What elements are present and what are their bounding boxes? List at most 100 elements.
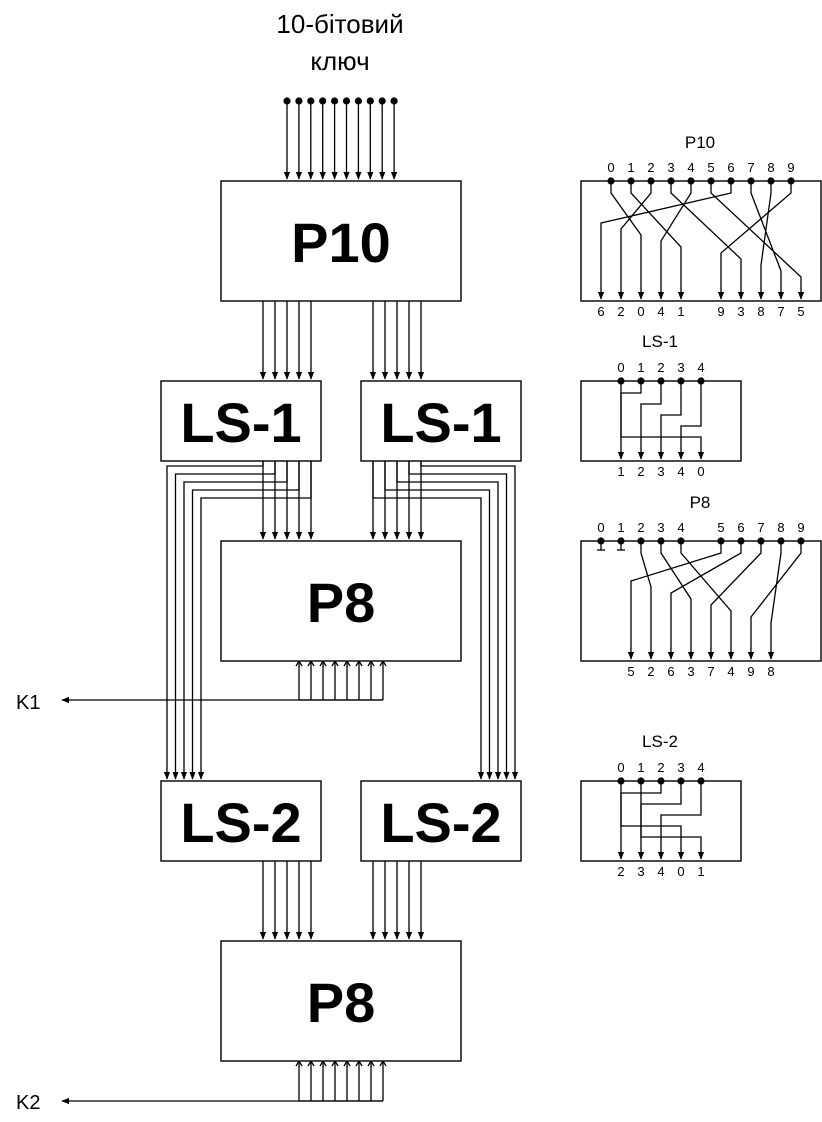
p8-second-label: P8 <box>307 971 376 1034</box>
table-input-label: 8 <box>777 520 784 535</box>
table-wire <box>680 541 735 660</box>
table-input-label: 3 <box>677 360 684 375</box>
table-wire <box>657 181 692 300</box>
table-output-label: 3 <box>737 304 744 319</box>
ls1-to-ls2-left-wire <box>180 461 288 780</box>
table-input-label: 3 <box>667 160 674 175</box>
table-input-label: 4 <box>697 360 704 375</box>
table-wire <box>597 181 732 300</box>
table-wire <box>717 181 792 300</box>
ls1-to-ls2-right-wire <box>372 461 485 780</box>
ls1-to-ls2-left-wire <box>172 461 276 780</box>
k2-label: K2 <box>16 1092 40 1114</box>
table-input-label: 4 <box>697 760 704 775</box>
table-output-label: 5 <box>627 664 634 679</box>
table-input-label: 0 <box>607 160 614 175</box>
table-input-label: 1 <box>637 760 644 775</box>
table-output-label: 8 <box>757 304 764 319</box>
table-input-label: 2 <box>647 160 654 175</box>
table-wire <box>620 381 705 460</box>
table-output-label: 1 <box>697 864 704 879</box>
ls2-right-label: LS-2 <box>380 791 501 854</box>
ls2-right-block: LS-2 <box>360 780 522 862</box>
table-wire <box>630 181 685 300</box>
table-output-label: 4 <box>677 464 684 479</box>
table-input-label: 0 <box>597 520 604 535</box>
p10-block: P10 <box>220 180 462 302</box>
main-wires <box>61 97 519 1105</box>
table-output-label: 3 <box>637 864 644 879</box>
table-input-label: 3 <box>657 520 664 535</box>
k1-label: K1 <box>16 692 40 714</box>
table-output-label: 6 <box>597 304 604 319</box>
table-wire <box>640 541 655 660</box>
table-input-label: 9 <box>787 160 794 175</box>
input-label-line2: ключ <box>310 46 369 76</box>
p10-table-title: P10 <box>685 133 715 152</box>
table-wire <box>670 181 745 300</box>
ls1-to-ls2-right-wire <box>408 461 510 780</box>
table-wire <box>617 181 652 300</box>
table-input-label: 6 <box>737 520 744 535</box>
table-wire <box>627 541 722 660</box>
p8-first-label: P8 <box>307 571 376 634</box>
ls2-left-block: LS-2 <box>160 780 322 862</box>
table-input-label: 7 <box>747 160 754 175</box>
table-output-label: 1 <box>677 304 684 319</box>
p8-table-title: P8 <box>690 493 711 512</box>
table-output-label: 4 <box>657 864 664 879</box>
table-output-label: 0 <box>677 864 684 879</box>
table-output-label: 7 <box>777 304 784 319</box>
table-wire <box>637 381 662 460</box>
ls1-right-block: LS-1 <box>360 380 522 462</box>
table-output-label: 9 <box>747 664 754 679</box>
ls1-right-label: LS-1 <box>380 391 501 454</box>
table-wire <box>767 541 782 660</box>
p8-second-block: P8 <box>220 940 462 1062</box>
table-input-label: 6 <box>727 160 734 175</box>
table-input-label: 1 <box>617 520 624 535</box>
table-wire <box>677 381 702 460</box>
table-wire <box>610 181 645 300</box>
ls1-left-block: LS-1 <box>160 380 322 462</box>
table-wire <box>667 541 742 660</box>
table-input-label: 4 <box>677 520 684 535</box>
table-output-label: 2 <box>637 464 644 479</box>
p8-first-block: P8 <box>220 540 462 662</box>
table-input-label: 7 <box>757 520 764 535</box>
ls1-to-ls2-left-wire <box>197 461 312 780</box>
table-wire <box>707 541 762 660</box>
table-input-label: 5 <box>717 520 724 535</box>
table-output-label: 6 <box>667 664 674 679</box>
table-output-label: 2 <box>617 304 624 319</box>
table-input-label: 1 <box>627 160 634 175</box>
ls2-left-label: LS-2 <box>180 791 301 854</box>
table-input-label: 3 <box>677 760 684 775</box>
table-input-label: 0 <box>617 760 624 775</box>
table-output-label: 2 <box>617 864 624 879</box>
table-input-label: 0 <box>617 360 624 375</box>
table-input-label: 2 <box>657 360 664 375</box>
table-wire <box>710 181 805 300</box>
table-wire <box>660 541 695 660</box>
table-output-label: 3 <box>657 464 664 479</box>
table-wire <box>757 181 772 300</box>
table-input-label: 9 <box>797 520 804 535</box>
ls1-to-ls2-right-wire <box>396 461 502 780</box>
ls1-to-ls2-right-wire <box>384 461 493 780</box>
table-wire <box>750 181 785 300</box>
table-output-label: 5 <box>797 304 804 319</box>
ls1-to-ls2-left-wire <box>189 461 300 780</box>
ls1-to-ls2-right-wire <box>420 461 519 780</box>
input-label-line1: 10-бітовий <box>276 9 403 39</box>
ls1-to-ls2-left-wire <box>163 461 264 780</box>
table-output-label: 8 <box>767 664 774 679</box>
table-wire <box>620 781 685 860</box>
table-input-label: 4 <box>687 160 694 175</box>
table-input-label: 1 <box>637 360 644 375</box>
